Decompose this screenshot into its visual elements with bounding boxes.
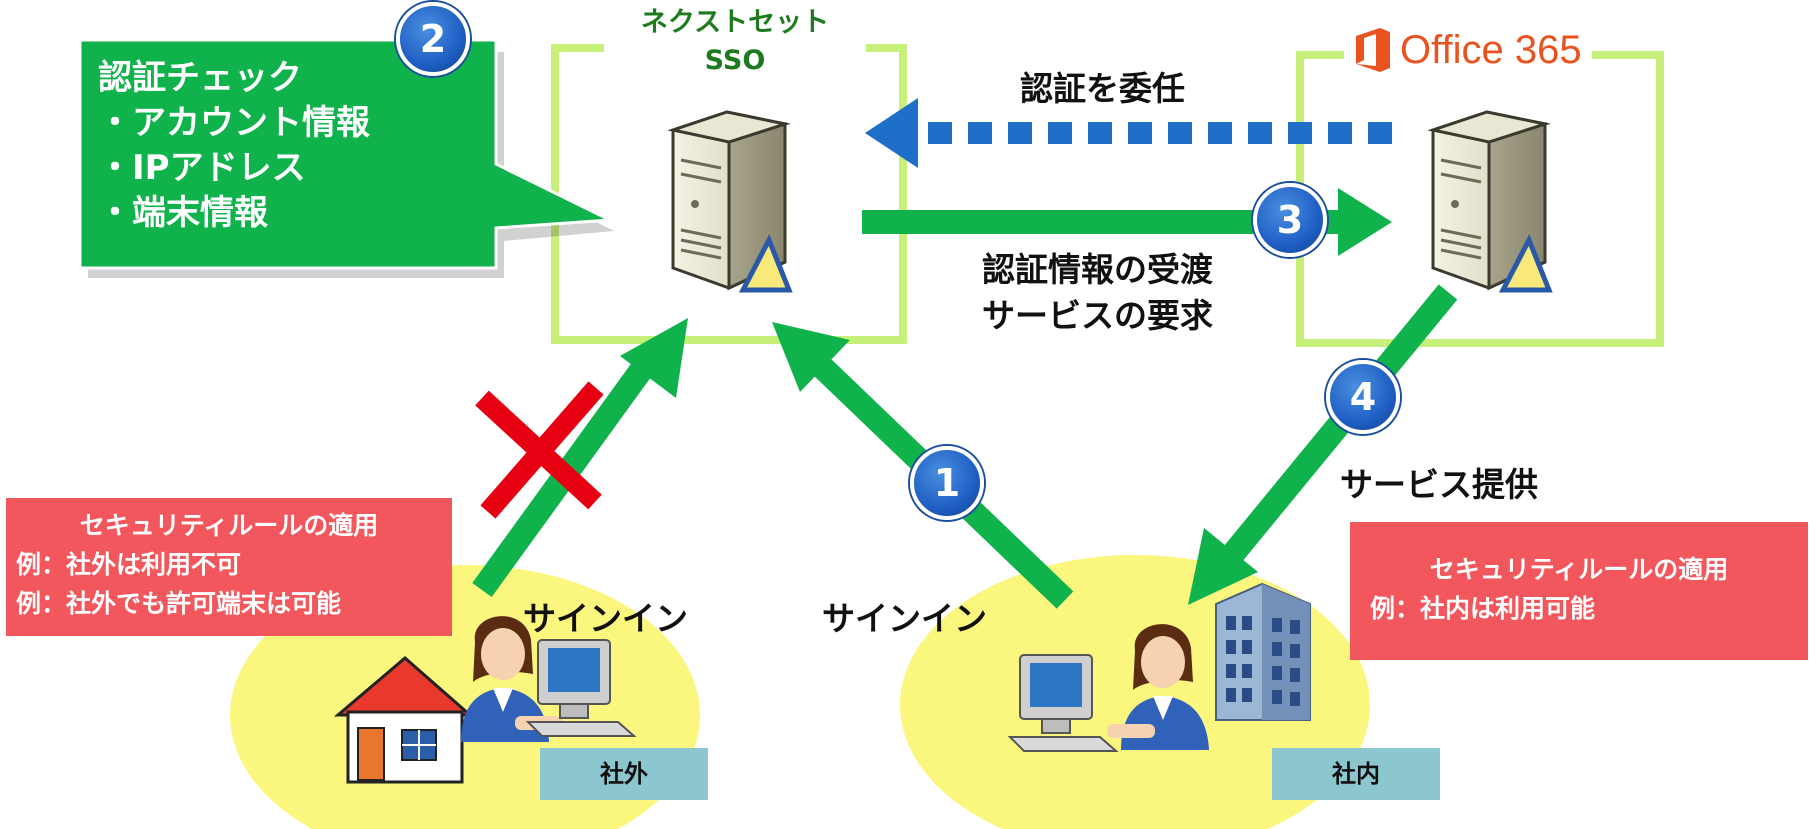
security-rule-outside: セキュリティルールの適用 例：社外は利用不可 例：社外でも許可端末は可能 (6, 498, 452, 636)
user-outside-icon (461, 616, 563, 742)
step-badge-1: 1 (910, 446, 984, 520)
location-outside-tag: 社外 (540, 748, 708, 800)
office-label: Office 365 (1400, 27, 1582, 72)
auth-check-bubble (78, 38, 616, 278)
delegate-arrow (865, 98, 1392, 168)
office-server-icon (1427, 110, 1553, 293)
auth-check-title: 認証チェック (98, 58, 302, 98)
house-icon (333, 656, 474, 784)
security-rule-inside-line: 例：社内は利用可能 (1370, 594, 1596, 623)
office-logo-icon (1356, 28, 1390, 72)
auth-check-item: ・アカウント情報 (98, 103, 370, 143)
signin-label-inside: サインイン (822, 599, 987, 638)
auth-check-item: ・IPアドレス (98, 148, 306, 188)
auth-check-text: 認証チェック ・アカウント情報 ・IPアドレス ・端末情報 (98, 56, 370, 236)
user-inside-icon (1107, 624, 1209, 750)
sso-label-line2: SSO (704, 45, 766, 76)
sso-label-line1: ネクストセット (640, 7, 830, 38)
blocked-x-icon (475, 381, 604, 519)
location-inside-tag: 社内 (1272, 748, 1440, 800)
step-badge-3: 3 (1253, 183, 1327, 257)
security-rule-outside-title: セキュリティルールの適用 (79, 511, 379, 540)
office-logo: Office 365 (1344, 20, 1592, 80)
security-rule-outside-line: 例：社外は利用不可 (16, 550, 242, 579)
sso-label: ネクストセット SSO (604, 4, 866, 80)
security-rule-inside: セキュリティルールの適用 例：社内は利用可能 (1350, 522, 1808, 660)
exchange-label-line1: 認証情報の受渡 (982, 250, 1213, 289)
security-rule-outside-line: 例：社外でも許可端末は可能 (16, 589, 342, 618)
step-badge-4: 4 (1326, 360, 1400, 434)
sso-server-icon (667, 110, 793, 293)
signin-arrow-outside (472, 318, 688, 598)
auth-check-item: ・端末情報 (98, 193, 268, 233)
security-rule-inside-title: セキュリティルールの適用 (1429, 555, 1729, 584)
step-badge-2: 2 (396, 2, 470, 76)
delegate-label: 認証を委任 (1020, 69, 1185, 108)
service-provide-label: サービス提供 (1340, 465, 1538, 504)
signin-label-outside: サインイン (523, 599, 688, 638)
service-arrow (1188, 284, 1458, 605)
computer-outside-icon (525, 639, 637, 737)
office-building-icon (1215, 582, 1311, 721)
exchange-label-line2: サービスの要求 (982, 296, 1213, 335)
computer-inside-icon (1007, 654, 1119, 752)
exchange-label: 認証情報の受渡 サービスの要求 (982, 247, 1213, 339)
